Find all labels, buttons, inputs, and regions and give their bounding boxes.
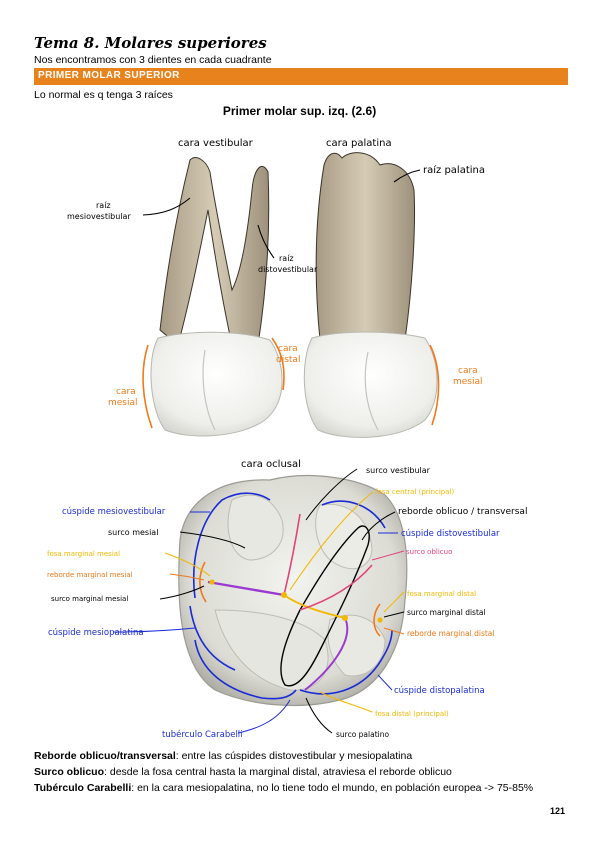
label-cara-distal-2: distal <box>276 355 300 365</box>
label-surco-palatino: surco palatino <box>336 730 389 739</box>
label-surco-marginal-mesial: surco marginal mesial <box>51 595 128 603</box>
occlusal-view-tooth <box>178 475 408 707</box>
intro-note: Lo normal es q tenga 3 raíces <box>34 89 173 101</box>
vestibular-view-tooth <box>142 157 285 437</box>
label-cara-vestibular: cara vestibular <box>178 138 254 149</box>
label-fosa-central: fosa central (principal) <box>375 488 454 496</box>
definition-term: Tubérculo Carabelli <box>34 782 132 794</box>
label-cara-mesial-right-2: mesial <box>453 377 483 387</box>
page-number: 121 <box>549 806 565 816</box>
label-fosa-distal: fosa distal (principal) <box>375 710 449 718</box>
label-fosa-marginal-distal: fosa marginal distal <box>407 590 476 598</box>
label-raiz-dv-1: raíz <box>279 254 294 263</box>
label-reborde-marginal-distal: reborde marginal distal <box>407 629 494 638</box>
label-cara-palatina: cara palatina <box>326 138 392 149</box>
page-subtitle: Nos encontramos con 3 dientes en cada cu… <box>34 54 272 66</box>
definition-surco-oblicuo: Surco oblicuo: desde la fosa central has… <box>34 766 452 778</box>
label-surco-vestibular: surco vestibular <box>366 466 431 475</box>
label-fosa-marginal-mesial: fosa marginal mesial <box>47 550 120 558</box>
label-surco-marginal-distal: surco marginal distal <box>407 608 486 617</box>
label-cuspide-mesiopalatina: cúspide mesiopalatina <box>48 628 144 638</box>
definition-text: : desde la fosa central hasta la margina… <box>104 766 452 778</box>
label-raiz-palatina: raíz palatina <box>423 164 485 176</box>
occlusal-leader-lines <box>112 468 405 734</box>
label-cuspide-distopalatina: cúspide distopalatina <box>394 686 485 696</box>
definition-term: Surco oblicuo <box>34 766 105 778</box>
page-title: Tema 8. Molares superiores <box>34 34 267 52</box>
section-header: PRIMER MOLAR SUPERIOR <box>34 68 568 85</box>
label-reborde-marginal-mesial: reborde marginal mesial <box>47 571 133 579</box>
figure-title: Primer molar sup. izq. (2.6) <box>222 104 377 118</box>
label-surco-mesial: surco mesial <box>108 528 158 537</box>
label-cuspide-mesiovestibular: cúspide mesiovestibular <box>62 507 166 517</box>
label-cara-mesial-left-1: cara <box>116 387 136 397</box>
label-raiz-mv-2: mesiovestibular <box>67 212 131 221</box>
label-cara-oclusal: cara oclusal <box>241 459 301 470</box>
label-cara-distal-1: cara <box>278 344 298 354</box>
definition-term: Reborde oblicuo/transversal <box>34 750 176 762</box>
label-cuspide-distovestibular: cúspide distovestibular <box>401 529 500 539</box>
definition-reborde-oblicuo: Reborde oblicuo/transversal: entre las c… <box>34 750 412 762</box>
label-tuberculo-carabelli: tubérculo Carabelli <box>162 729 243 740</box>
label-reborde-oblicuo: reborde oblicuo / transversal <box>398 507 527 517</box>
definition-text: : en la cara mesiopalatina, no lo tiene … <box>131 782 534 794</box>
definition-tuberculo-carabelli: Tubérculo Carabelli: en la cara mesiopal… <box>34 782 533 794</box>
label-cara-mesial-right-1: cara <box>458 366 478 376</box>
label-surco-oblicuo: surco oblicuo <box>406 548 452 556</box>
label-cara-mesial-left-2: mesial <box>108 398 138 408</box>
definition-text: : entre las cúspides distovestibular y m… <box>175 750 413 762</box>
label-raiz-dv-2: distovestibular <box>258 265 318 274</box>
palatine-view-tooth <box>303 152 440 438</box>
section-header-label: PRIMER MOLAR SUPERIOR <box>38 70 180 81</box>
label-raiz-mv-1: raíz <box>96 201 111 210</box>
